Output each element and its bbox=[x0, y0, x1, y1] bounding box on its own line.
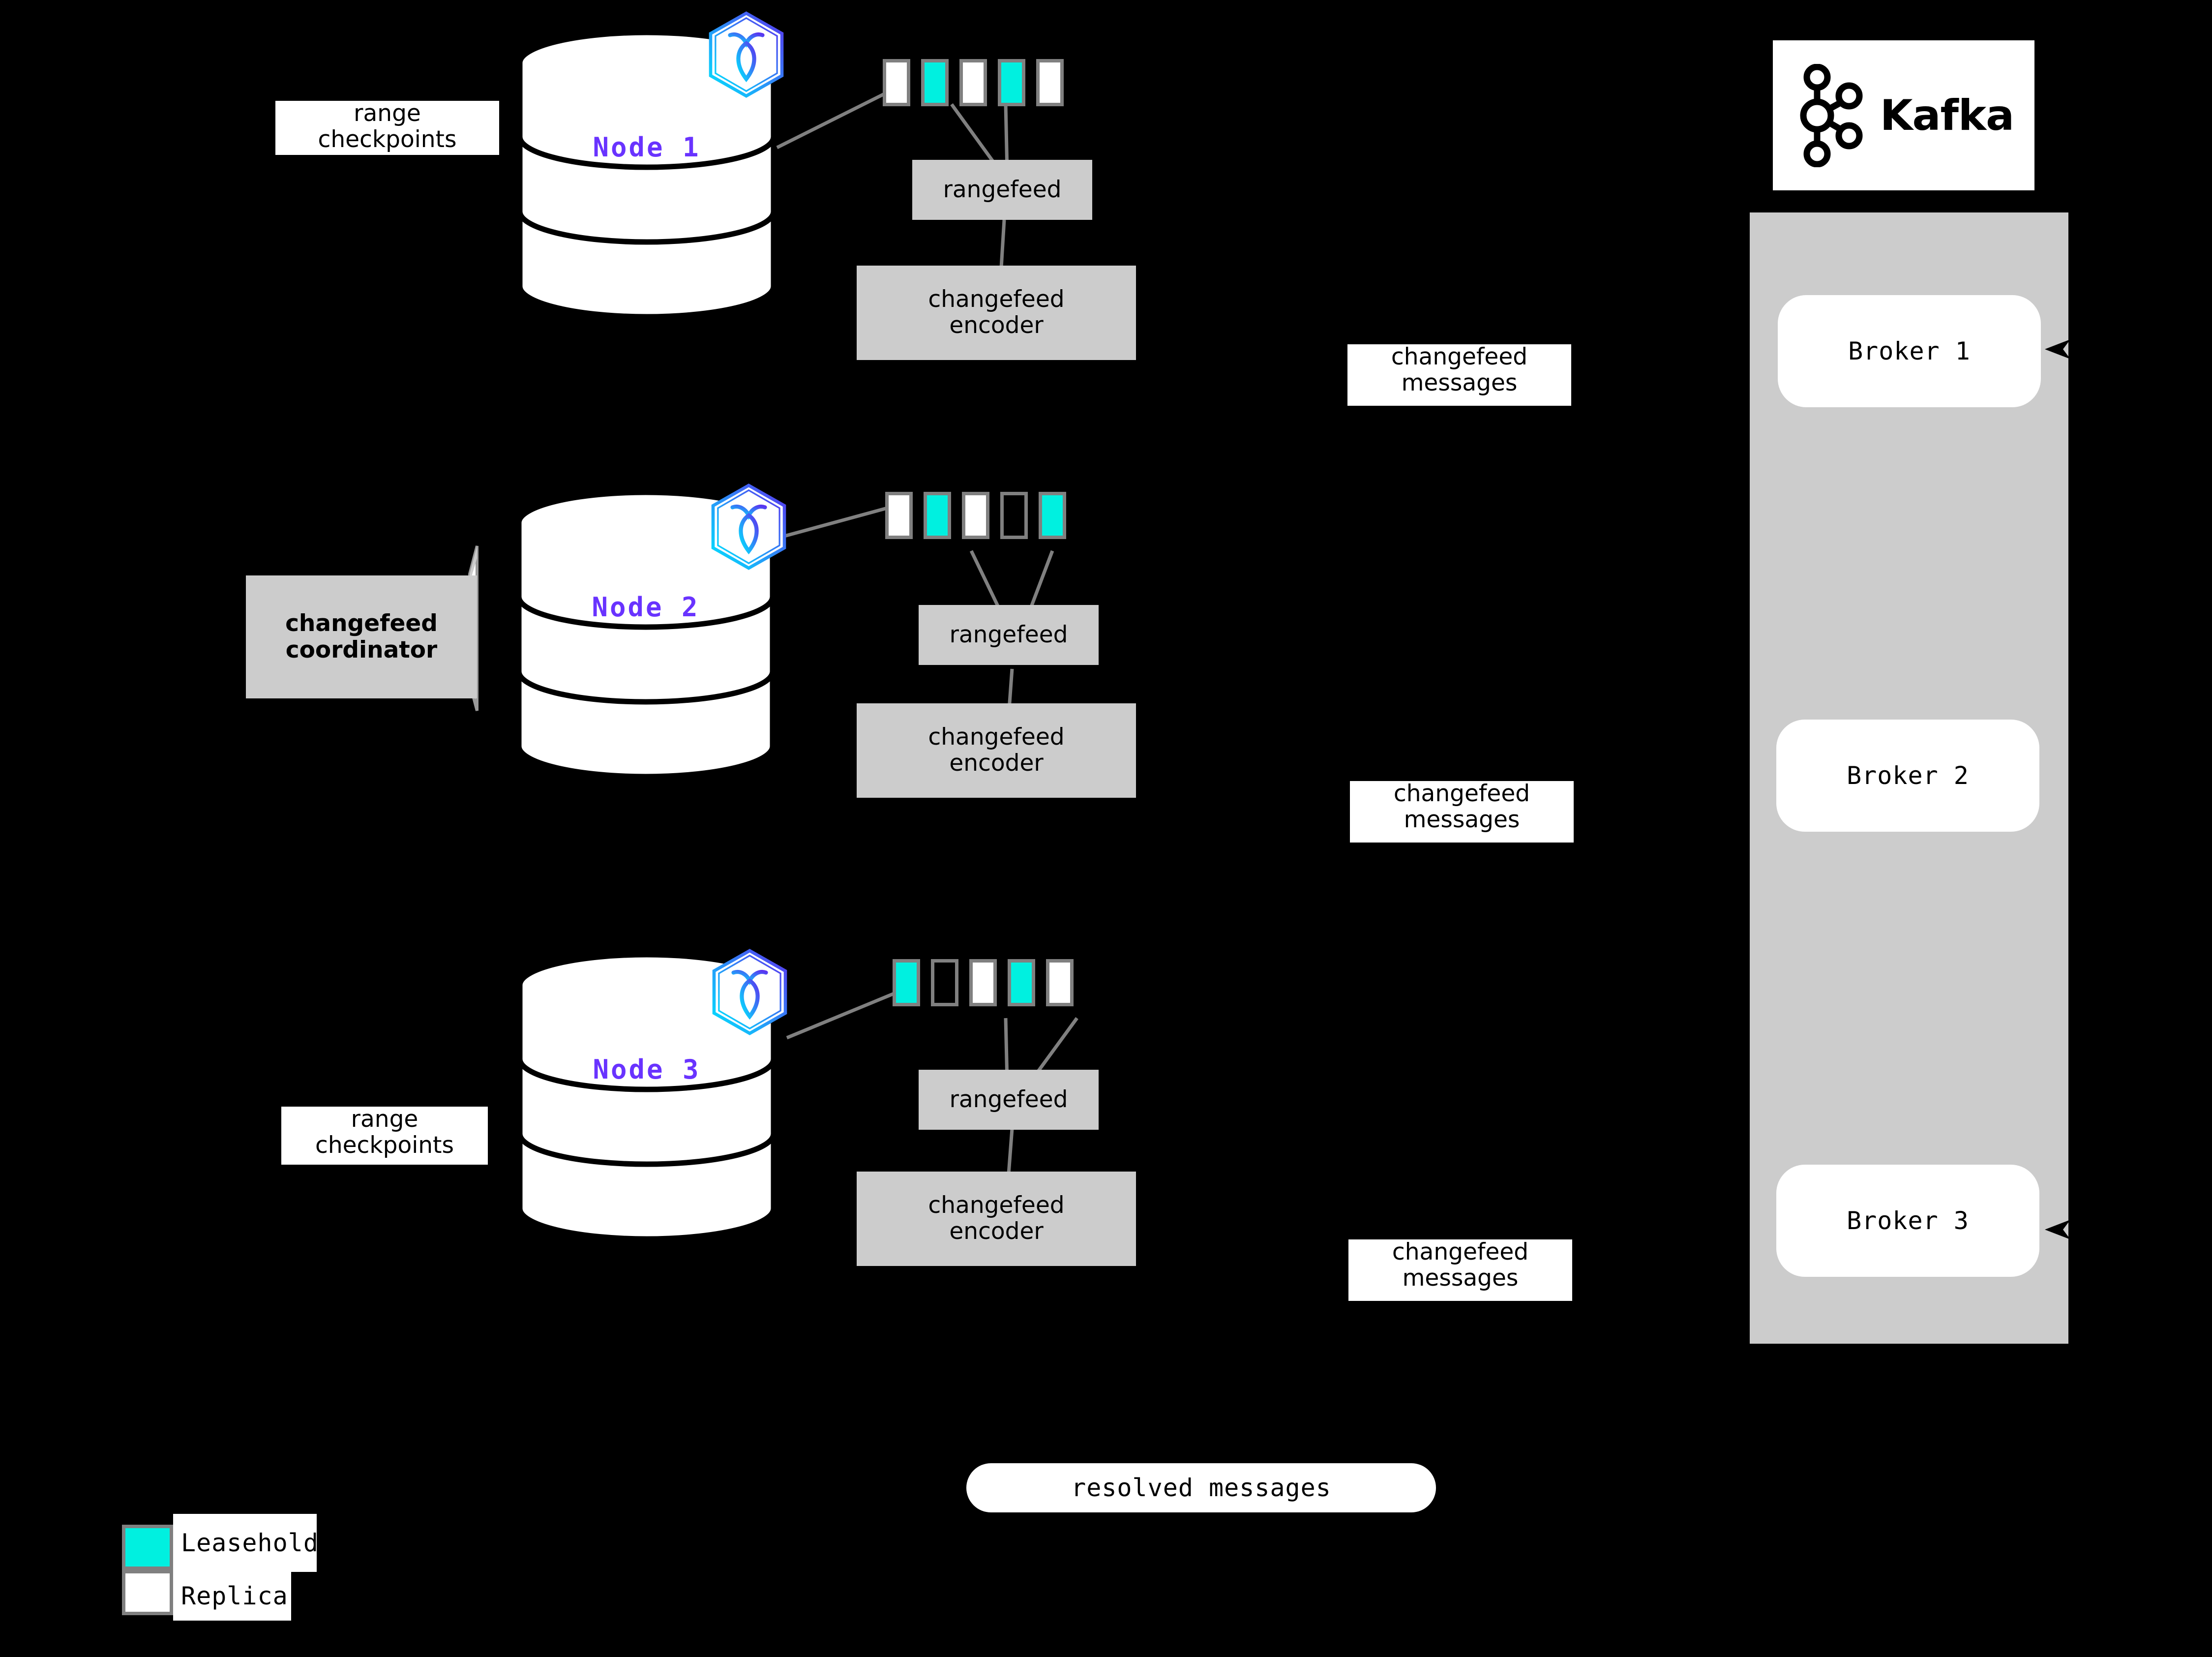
legend-swatch-leaseholder bbox=[122, 1525, 173, 1570]
cockroachdb-logo-icon bbox=[706, 11, 787, 98]
range-box[interactable] bbox=[1046, 959, 1074, 1006]
cockroachdb-logo-icon bbox=[708, 483, 789, 571]
node-2-label: Node 2 bbox=[592, 592, 700, 623]
range-box[interactable] bbox=[893, 959, 920, 1006]
node-1-encoder-label: changefeed encoder bbox=[928, 286, 1065, 339]
changefeed-coordinator-body: changefeed coordinator bbox=[246, 575, 477, 698]
node-2-changefeed-encoder-box[interactable]: changefeed encoder bbox=[857, 703, 1136, 798]
kafka-wordmark: Kafka bbox=[1880, 90, 2014, 140]
range-box[interactable] bbox=[1008, 959, 1035, 1006]
range-box[interactable] bbox=[1000, 492, 1028, 539]
broker-1[interactable]: Broker 1 bbox=[1778, 295, 2041, 407]
node-3-label: Node 3 bbox=[593, 1054, 701, 1085]
node-3-range-checkpoints-label: range checkpoints bbox=[281, 1106, 488, 1165]
range-box[interactable] bbox=[998, 59, 1025, 106]
range-box[interactable] bbox=[931, 959, 958, 1006]
node-2-encoder-label: changefeed encoder bbox=[928, 723, 1065, 777]
node-1-rangefeed-box[interactable]: rangefeed bbox=[912, 160, 1092, 220]
node-1-ranges bbox=[883, 59, 1064, 106]
range-box[interactable] bbox=[883, 59, 910, 106]
cockroachdb-logo-icon bbox=[709, 948, 790, 1036]
kafka-inbound-arrowheads bbox=[2045, 339, 2070, 359]
broker-1-label: Broker 1 bbox=[1848, 337, 1971, 365]
changefeed-messages-label-2: changefeed messages bbox=[1350, 781, 1574, 843]
node-2-rangefeed-label: rangefeed bbox=[949, 621, 1068, 648]
changefeed-coordinator-label: changefeed coordinator bbox=[285, 609, 438, 663]
node-2-rangefeed-box[interactable]: rangefeed bbox=[919, 605, 1099, 665]
range-box[interactable] bbox=[969, 959, 997, 1006]
node-1-label: Node 1 bbox=[593, 132, 701, 163]
legend-label-replica: Replica bbox=[173, 1571, 291, 1621]
broker-3-label: Broker 3 bbox=[1847, 1206, 1969, 1235]
node-2-cylinder: Node 2 bbox=[515, 489, 776, 780]
range-box[interactable] bbox=[1039, 492, 1066, 539]
legend-label-leaseholder: Leaseholder bbox=[173, 1514, 349, 1572]
node-1-rangefeed-label: rangefeed bbox=[943, 176, 1062, 203]
node-3-changefeed-encoder-box[interactable]: changefeed encoder bbox=[857, 1172, 1136, 1266]
node-2-ranges bbox=[885, 492, 1066, 539]
kafka-inbound-arrowheads-2 bbox=[2045, 1220, 2070, 1239]
range-box[interactable] bbox=[924, 492, 951, 539]
node-3-ranges bbox=[893, 959, 1074, 1006]
broker-2[interactable]: Broker 2 bbox=[1776, 720, 2039, 832]
resolved-messages-label: resolved messages bbox=[1071, 1474, 1331, 1502]
node-3-cylinder: Node 3 bbox=[516, 952, 777, 1242]
resolved-messages-pill[interactable]: resolved messages bbox=[966, 1463, 1436, 1512]
kafka-logo: Kafka bbox=[1773, 40, 2034, 190]
node-1-range-checkpoints-label: range checkpoints bbox=[275, 100, 499, 155]
changefeed-coordinator-callout[interactable]: changefeed coordinator bbox=[246, 543, 478, 713]
node-3-encoder-label: changefeed encoder bbox=[928, 1192, 1065, 1245]
changefeed-messages-label-3: changefeed messages bbox=[1348, 1239, 1572, 1301]
range-box[interactable] bbox=[962, 492, 989, 539]
node-1-changefeed-encoder-box[interactable]: changefeed encoder bbox=[857, 266, 1136, 360]
legend-swatch-replica bbox=[122, 1570, 173, 1615]
range-box[interactable] bbox=[959, 59, 987, 106]
kafka-mark-icon bbox=[1800, 63, 1863, 167]
range-box[interactable] bbox=[1036, 59, 1064, 106]
broker-2-label: Broker 2 bbox=[1847, 761, 1969, 790]
range-box[interactable] bbox=[921, 59, 949, 106]
node-3-rangefeed-box[interactable]: rangefeed bbox=[919, 1070, 1099, 1130]
broker-3[interactable]: Broker 3 bbox=[1776, 1165, 2039, 1277]
node-3-rangefeed-label: rangefeed bbox=[949, 1085, 1068, 1113]
changefeed-messages-label-1: changefeed messages bbox=[1347, 344, 1571, 406]
range-box[interactable] bbox=[885, 492, 913, 539]
